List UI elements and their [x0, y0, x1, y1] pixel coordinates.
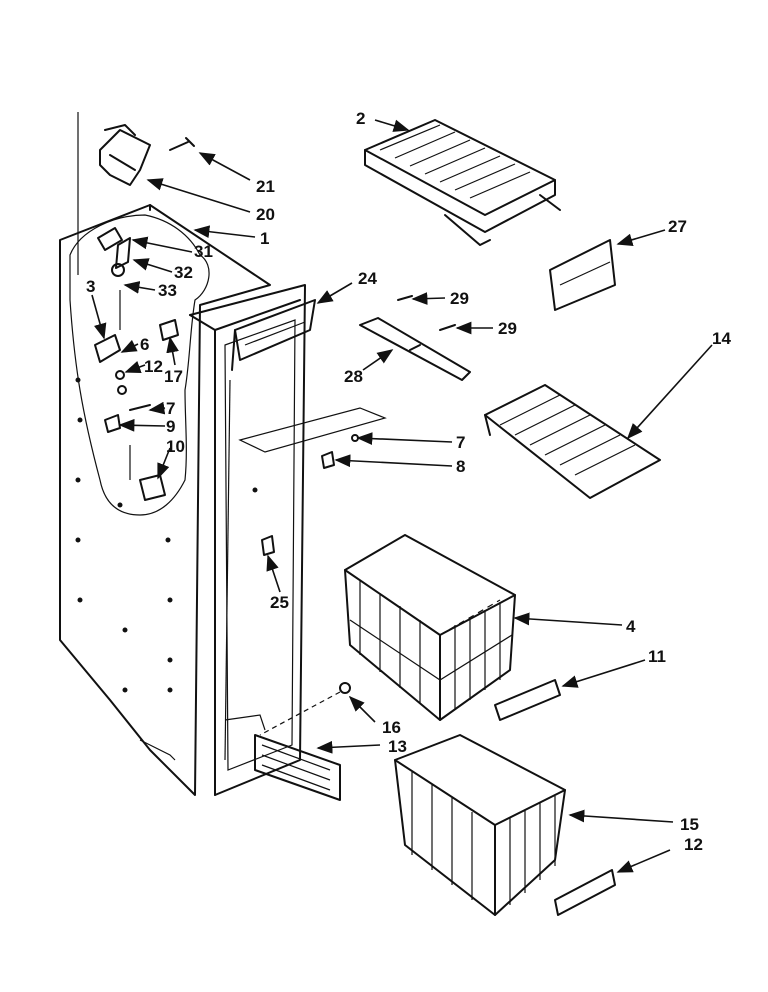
- screw-16: [259, 682, 351, 736]
- callout-4: 6: [140, 335, 149, 354]
- leader-lines: [91, 119, 713, 873]
- screw-29-upper: [397, 295, 413, 301]
- callout-21: 21: [256, 177, 275, 196]
- callout-1: 1: [260, 229, 269, 248]
- part-25: [261, 535, 275, 556]
- callout-12-upper: 11: [648, 647, 666, 666]
- callout-15: 15: [680, 815, 699, 834]
- basket-front-12-lower: [554, 869, 616, 916]
- callout-7-left: 7: [166, 399, 175, 418]
- callout-33: 33: [158, 281, 177, 300]
- basket-6: [344, 534, 516, 721]
- callout-20: 20: [256, 205, 275, 224]
- callout-11: 10: [166, 437, 185, 456]
- callout-27: 27: [668, 217, 687, 236]
- part-27: [549, 239, 616, 311]
- callout-32: 32: [174, 263, 193, 282]
- control-components: [94, 227, 179, 501]
- callout-12-lower: 12: [684, 835, 703, 854]
- callout-29-upper: 29: [450, 289, 469, 308]
- callout-13: 13: [388, 737, 407, 756]
- light-shield-24: [231, 299, 316, 371]
- callout-16: 16: [382, 718, 401, 737]
- glass-shelf-3: [364, 119, 561, 246]
- basket-15: [394, 734, 566, 916]
- bracket-20: [99, 124, 151, 186]
- callout-6: 4: [626, 617, 636, 636]
- bracket-28: [359, 317, 471, 381]
- callout-8: 8: [456, 457, 465, 476]
- callout-24: 24: [358, 269, 377, 288]
- freezer-liner: [59, 204, 306, 796]
- callout-3: 2: [356, 109, 365, 128]
- callout-2: 3: [86, 277, 95, 296]
- callout-31: 31: [194, 242, 213, 261]
- callout-28: 28: [344, 367, 363, 386]
- callout-29-lower: 29: [498, 319, 517, 338]
- callout-14: 14: [712, 329, 731, 348]
- screw-21: [169, 137, 195, 151]
- screw-29-lower: [439, 324, 456, 331]
- grille-13: [254, 734, 341, 801]
- callout-10: 12: [144, 357, 163, 376]
- callout-labels: 2 21 20 1 31 32 33 3 6 12 17 7 9 10 24 2…: [86, 109, 731, 854]
- callout-17: 17: [164, 367, 183, 386]
- callout-9: 9: [166, 417, 175, 436]
- basket-front-12-upper: [494, 679, 561, 721]
- wire-shelf-14: [484, 384, 661, 499]
- callout-7-right: 7: [456, 433, 465, 452]
- callout-25: 25: [270, 593, 289, 612]
